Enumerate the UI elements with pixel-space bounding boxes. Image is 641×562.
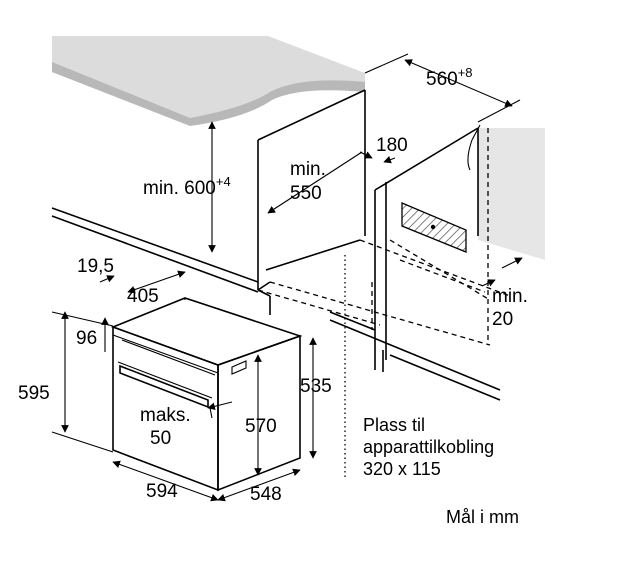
hidden-lines	[257, 128, 511, 480]
oven-unit	[110, 297, 303, 492]
depth-label: 548	[250, 484, 282, 505]
top-depth-label: 405	[127, 286, 159, 307]
min20-line2: 20	[492, 309, 513, 330]
connection-note-line2: apparattilkobling	[363, 437, 494, 457]
min20-line1: min.	[492, 286, 528, 307]
niche-depth-label: 560+8	[426, 65, 473, 90]
connection-note-line1: Plass til	[363, 415, 425, 435]
right-wall-panel	[467, 124, 545, 260]
dimension-lines	[51, 53, 523, 502]
width-label: 594	[146, 481, 178, 502]
inner-height-label: 570	[245, 416, 277, 437]
body-height-label: 535	[300, 376, 332, 397]
min550-line2: 550	[290, 183, 322, 204]
min550-line1: min.	[290, 159, 326, 180]
connection-box	[401, 202, 467, 253]
cabinet-niche	[51, 89, 501, 401]
connection-note-line3: 320 x 115	[363, 459, 441, 479]
total-height-label: 595	[18, 383, 50, 404]
maks-line2: 50	[150, 428, 171, 449]
maks-line1: maks.	[140, 405, 191, 426]
countertop	[52, 36, 365, 126]
control-height-label: 96	[76, 328, 97, 349]
units-note: Mål i mm	[446, 507, 519, 527]
niche-height-label: min. 600+4	[143, 174, 231, 199]
front-offset-label: 19,5	[77, 256, 114, 277]
vent-depth-label: 180	[376, 135, 408, 156]
